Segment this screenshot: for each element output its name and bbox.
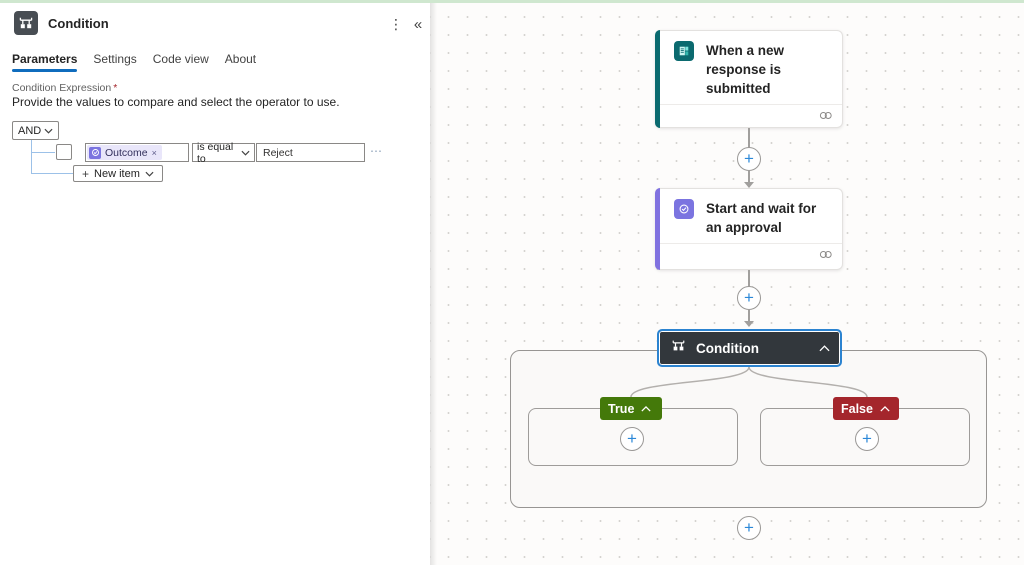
condition-node[interactable]: Condition (657, 329, 842, 367)
card-accent-bar (655, 188, 660, 270)
condition-icon (14, 11, 38, 35)
connector-line (748, 128, 750, 148)
group-operator-dropdown[interactable]: AND (12, 121, 59, 140)
outcome-token: Outcome × (87, 145, 162, 160)
condition-expression-description: Provide the values to compare and select… (12, 95, 340, 109)
insert-step-button[interactable]: + (737, 516, 761, 540)
connection-rings-icon (819, 111, 833, 120)
connector-line (748, 310, 750, 322)
true-branch-badge[interactable]: True (600, 397, 662, 420)
chevron-down-icon (44, 128, 53, 134)
row-more-icon[interactable]: ⋯ (370, 144, 383, 158)
tab-parameters[interactable]: Parameters (12, 52, 78, 72)
more-menu-icon[interactable]: ⋮ (389, 15, 403, 32)
panel-title: Condition (48, 15, 109, 31)
tab-code-view[interactable]: Code view (152, 52, 209, 66)
tab-about[interactable]: About (224, 52, 257, 66)
tab-settings[interactable]: Settings (93, 52, 137, 66)
tree-connector-line (31, 173, 73, 174)
insert-step-button[interactable]: + (737, 147, 761, 171)
top-accent-strip (0, 0, 1024, 3)
forms-icon (674, 41, 694, 61)
condition-settings-panel: Condition ⋮ « Parameters Settings Code v… (0, 0, 430, 565)
right-operand-field[interactable]: Reject (256, 143, 365, 162)
panel-divider-shadow (430, 0, 437, 565)
chevron-up-icon[interactable] (819, 344, 830, 352)
condition-icon (671, 338, 686, 358)
chevron-down-icon (145, 171, 154, 177)
trigger-card-when-new-response[interactable]: When a new response is submitted (655, 30, 843, 128)
chevron-down-icon (241, 150, 250, 156)
action-card-start-approval[interactable]: Start and wait for an approval (655, 188, 843, 270)
false-branch-badge[interactable]: False (833, 397, 899, 420)
flow-canvas[interactable]: When a new response is submitted + Start… (430, 0, 1024, 565)
remove-token-icon[interactable]: × (151, 147, 157, 158)
panel-header: Condition (14, 11, 109, 35)
card-accent-bar (655, 30, 660, 128)
tree-connector-line (31, 140, 32, 173)
token-label: Outcome (105, 146, 148, 159)
condition-expression-label: Condition Expression* (12, 82, 118, 94)
connector-line (748, 270, 750, 287)
panel-tabs: Parameters Settings Code view About (12, 52, 256, 72)
tree-connector-line (31, 152, 55, 153)
approvals-token-icon (89, 146, 101, 159)
insert-step-button[interactable]: + (737, 286, 761, 310)
card-title: When a new response is submitted (706, 43, 785, 96)
arrow-down-icon (744, 321, 754, 327)
operator-dropdown[interactable]: is equal to (192, 141, 255, 165)
chevron-up-icon (880, 405, 890, 412)
condition-row-checkbox[interactable] (56, 144, 72, 160)
left-operand-field[interactable]: Outcome × (85, 143, 189, 162)
connection-rings-icon (819, 250, 833, 259)
condition-node-label: Condition (696, 340, 759, 356)
add-action-true-button[interactable]: + (620, 427, 644, 451)
add-action-false-button[interactable]: + (855, 427, 879, 451)
connector-line (748, 171, 750, 182)
required-asterisk: * (113, 82, 118, 94)
plus-icon: + (82, 166, 90, 181)
arrow-down-icon (744, 182, 754, 188)
chevron-up-icon (641, 405, 652, 412)
card-title: Start and wait for an approval (706, 201, 817, 235)
collapse-panel-icon[interactable]: « (413, 15, 423, 33)
new-item-button[interactable]: + New item (73, 165, 163, 182)
approvals-icon (674, 199, 694, 219)
